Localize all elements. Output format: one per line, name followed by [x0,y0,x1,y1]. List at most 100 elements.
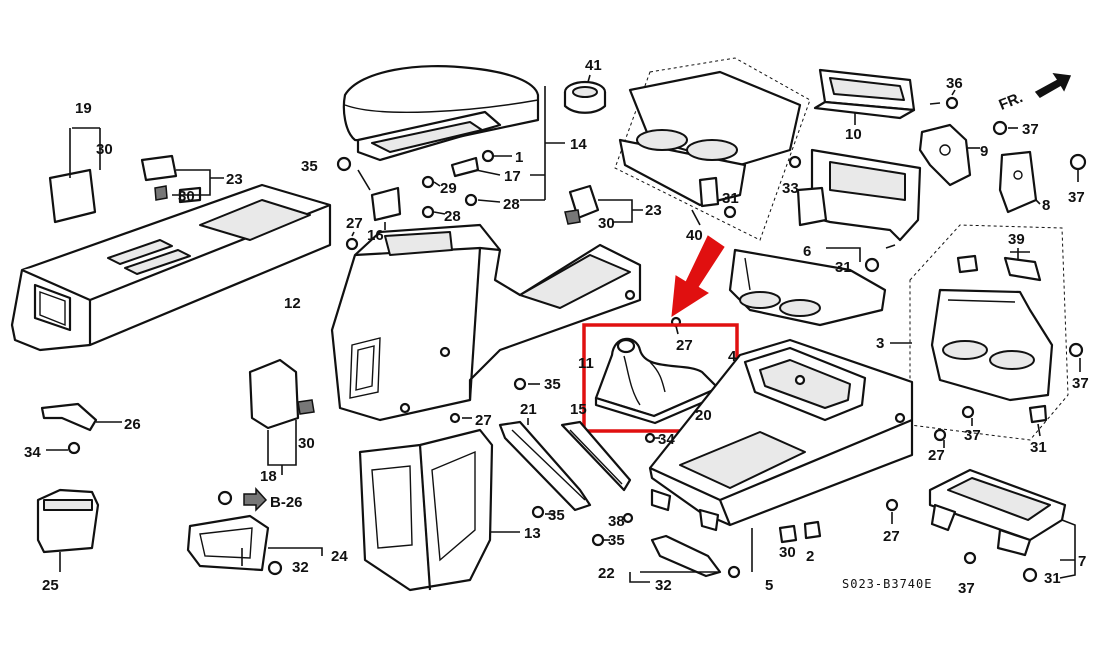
callout-13: 13 [524,525,541,542]
callout-37-2: 37 [1068,189,1085,206]
callout-24: 24 [331,548,348,565]
callout-28-2: 28 [503,196,520,213]
bracket-part-9 [918,123,980,187]
callout-37-5: 37 [958,580,975,597]
clips-part-30-2 [778,498,899,544]
callout-31-4: 31 [1044,570,1061,587]
callout-20: 20 [695,407,712,424]
callout-9: 9 [980,143,988,160]
callout-35: 35 [301,158,318,175]
callout-15: 15 [570,401,587,418]
callout-30-3: 30 [298,435,315,452]
callout-30-5: 30 [779,544,796,561]
front-direction-indicator: FR. [996,73,1072,114]
center-console-body [330,223,642,422]
callout-29: 29 [440,180,457,197]
callout-32-2: 32 [655,577,672,594]
bracket-part-22 [629,534,741,583]
bracket-part-8 [998,150,1041,214]
callout-17: 17 [504,168,521,185]
callout-21: 21 [520,401,537,418]
bolt-ref-b26 [217,487,268,512]
callout-34: 34 [24,444,41,461]
callout-6: 6 [803,243,811,260]
callout-labels: 1234567891011121314151617181920212223232… [24,57,1089,597]
callout-23: 23 [226,171,243,188]
hinge-part-16 [336,149,512,230]
callout-27-2: 27 [676,337,693,354]
lid-part-18 [248,358,315,475]
clip-part-37 [992,120,1087,182]
callout-30-2: 30 [178,188,195,205]
callout-7: 7 [1078,553,1086,570]
callout-41: 41 [585,57,602,74]
callout-27-4: 27 [928,447,945,464]
indicator-panel-part [728,248,887,327]
highlight-arrow [671,235,725,317]
pocket-part-10 [813,68,916,125]
switch-part-23b [564,184,643,225]
ref-label-b26: B-26 [270,494,303,511]
callout-3: 3 [876,335,884,352]
callout-14: 14 [570,136,587,153]
callout-2: 2 [806,548,814,565]
callout-22: 22 [598,565,615,582]
callout-31-3: 31 [1030,439,1047,456]
callout-5: 5 [765,577,773,594]
callout-27: 27 [346,215,363,232]
bracket-part-15 [560,420,632,492]
callout-32: 32 [292,559,309,576]
callout-35-3: 35 [548,507,565,524]
callout-40: 40 [686,227,703,244]
switch-panel-part-19 [48,127,101,224]
rear-console-part-12 [10,183,332,352]
callout-25: 25 [42,577,59,594]
callout-12: 12 [284,295,301,312]
callout-8: 8 [1042,197,1050,214]
bracket-part-21 [498,418,592,512]
callout-38: 38 [608,513,625,530]
callout-23-2: 23 [645,202,662,219]
cup-holder-part-40 [614,57,811,241]
callout-11: 11 [578,355,594,372]
callout-1: 1 [515,149,523,166]
bracket-part-26 [40,402,122,455]
cover-part-25 [36,488,100,572]
callout-19: 19 [75,100,92,117]
screw-part-36 [929,89,959,110]
callout-33: 33 [782,180,799,197]
clips-group-3 [933,404,1048,448]
bracket-part-24 [186,514,323,576]
fasteners-misc [345,231,660,547]
callout-37-3: 37 [1072,375,1089,392]
cup-holder-part-3 [890,224,1084,441]
tray-part-7 [928,468,1076,583]
knob-part-41 [563,74,607,114]
switch-part-23 [140,154,224,204]
figure-code: S023-B3740E [842,577,932,591]
callout-31-2: 31 [835,259,852,276]
callout-26: 26 [124,416,141,433]
front-console-part-4 [648,338,914,572]
callout-39: 39 [1008,231,1025,248]
callout-30-4: 30 [598,215,615,232]
callout-18: 18 [260,468,277,485]
panel-part-39 [956,248,1042,282]
callout-35-4: 35 [608,532,625,549]
callout-28: 28 [444,208,461,225]
callout-27-3: 27 [475,412,492,429]
bracket-part-6 [788,148,922,273]
console-part-13 [358,428,520,592]
callout-35-2: 35 [544,376,561,393]
armrest-part-14 [342,65,565,201]
callout-37-4: 37 [964,427,981,444]
callout-16: 16 [367,227,384,244]
callout-34-2: 34 [658,431,675,448]
callout-30: 30 [96,141,113,158]
callout-31: 31 [722,190,739,207]
callout-37: 37 [1022,121,1039,138]
front-direction-label: FR. [996,89,1025,114]
callout-27-5: 27 [883,528,900,545]
callout-4: 4 [728,348,737,365]
